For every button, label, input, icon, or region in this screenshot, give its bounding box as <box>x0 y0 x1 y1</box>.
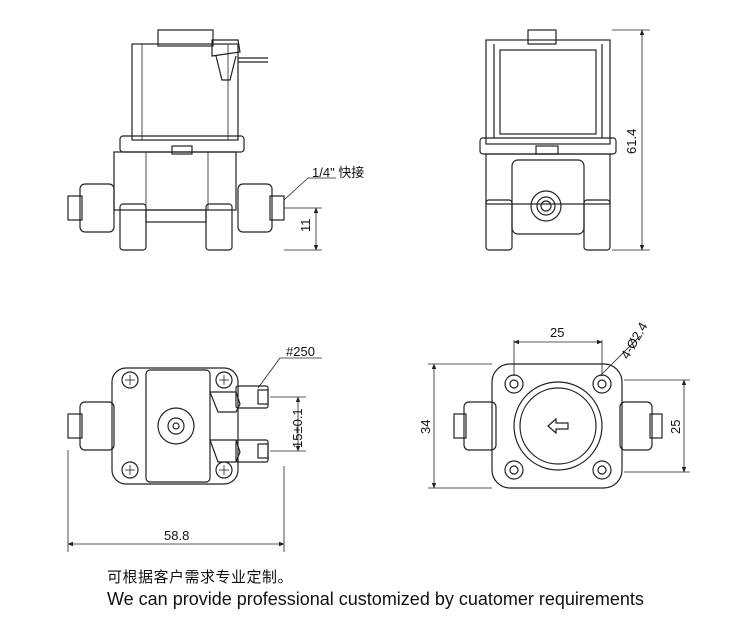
dim-34 <box>428 363 492 489</box>
dim-25-top <box>513 339 603 376</box>
screw-bottom-right <box>215 461 233 479</box>
side-view <box>479 29 617 251</box>
screw-bottom-left <box>121 461 139 479</box>
screw-top-right <box>215 371 233 389</box>
dim-11-label: 11 <box>298 219 313 233</box>
dim-11 <box>284 207 322 251</box>
note-chinese: 可根据客户需求专业定制。 <box>107 568 294 586</box>
dim-61-4-label: 61.4 <box>624 129 639 154</box>
dim-25-top-label: 25 <box>550 325 564 340</box>
screw-top-left <box>121 371 139 389</box>
dim-58-8 <box>67 450 285 552</box>
dim-25-right <box>624 379 690 473</box>
dim-34-label: 34 <box>418 420 433 434</box>
bottom-view <box>453 335 663 489</box>
dim-61-4 <box>612 29 650 251</box>
wire-label: #250 <box>286 344 315 359</box>
holes-label: 4-Ø2.4 <box>618 320 651 362</box>
front-view <box>67 29 336 251</box>
note-english: We can provide professional customized b… <box>107 589 644 609</box>
dim-15-label: 15±0.1 <box>290 408 305 448</box>
dim-15 <box>270 396 306 452</box>
dim-58-8-label: 58.8 <box>164 528 189 543</box>
fitting-label: 1/4" 快接 <box>312 165 364 180</box>
dim-25-right-label: 25 <box>668 420 683 434</box>
flow-arrow-icon <box>547 417 569 435</box>
top-view <box>67 357 322 485</box>
